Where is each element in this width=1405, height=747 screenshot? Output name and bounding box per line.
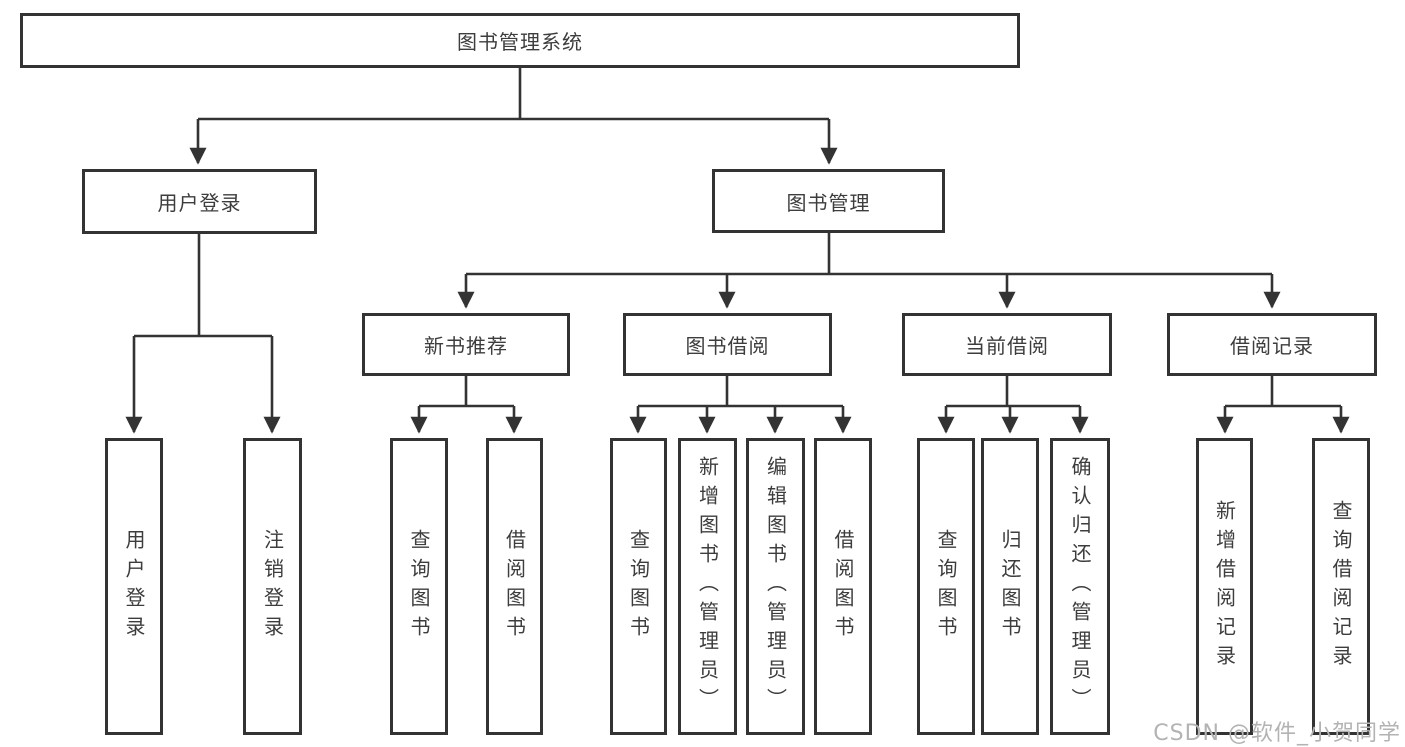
node-new-book-recommend: 新书推荐 <box>362 313 570 376</box>
leaf-user-login: 用户登录 <box>105 438 163 735</box>
node-current-borrow: 当前借阅 <box>902 313 1112 376</box>
leaf-borrow-edit-books-admin: 编辑图书（管理员） <box>746 438 805 735</box>
watermark: CSDN @软件_小贺同学 <box>1153 721 1401 746</box>
leaf-records-query-record: 查询借阅记录 <box>1312 438 1370 735</box>
leaf-current-confirm-return-admin: 确认归还（管理员） <box>1050 438 1110 735</box>
node-user-login: 用户登录 <box>82 169 317 234</box>
leaf-current-query-books: 查询图书 <box>917 438 975 735</box>
leaf-current-return-books: 归还图书 <box>981 438 1039 735</box>
node-root: 图书管理系统 <box>20 13 1020 68</box>
leaf-logout: 注销登录 <box>243 438 302 735</box>
node-book-management: 图书管理 <box>712 169 945 233</box>
leaf-borrow-query-books: 查询图书 <box>610 438 667 735</box>
leaf-records-add-record: 新增借阅记录 <box>1196 438 1253 735</box>
node-book-borrow: 图书借阅 <box>623 313 832 376</box>
node-borrow-records: 借阅记录 <box>1167 313 1377 376</box>
leaf-borrow-add-books-admin: 新增图书（管理员） <box>678 438 737 735</box>
leaf-newbook-borrow-books: 借阅图书 <box>486 438 543 735</box>
leaf-borrow-borrow-books: 借阅图书 <box>814 438 872 735</box>
leaf-newbook-query-books: 查询图书 <box>390 438 448 735</box>
